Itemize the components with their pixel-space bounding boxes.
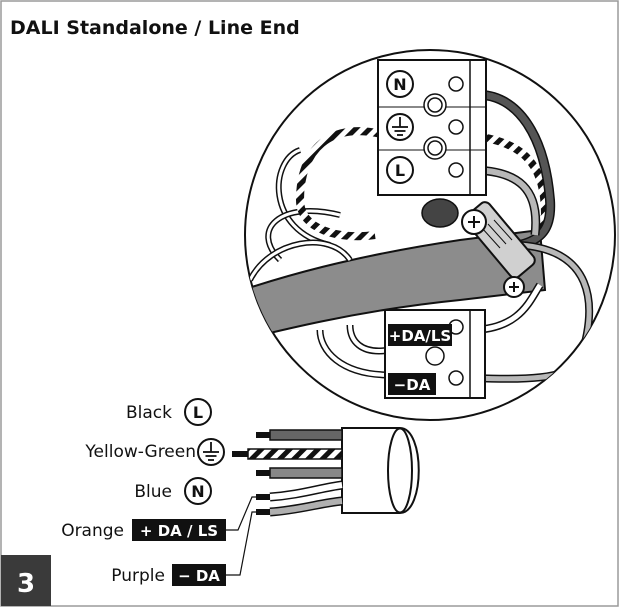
line-terminal-label: L — [395, 161, 405, 180]
neutral-terminal-label: N — [393, 75, 406, 94]
cable-clamp — [461, 201, 536, 298]
legend-purple-label: Purple — [111, 566, 165, 586]
dali-plus-terminal-label: +DA/LS — [389, 327, 451, 345]
earth-wire-inside — [295, 127, 387, 241]
legend-dali-minus-badge — [172, 564, 226, 586]
legend-yellow-green-label: Yellow-Green — [84, 442, 196, 462]
dali-plus-terminal-badge — [388, 324, 452, 346]
black-wire — [269, 429, 343, 441]
dali-terminal-block: +DA/LS −DA — [384, 309, 486, 399]
legend-dali-plus-badge — [132, 519, 226, 541]
dali-minus-terminal-badge — [388, 373, 436, 395]
junction-box: N L +DA/LS −DA — [244, 49, 616, 421]
orange-wire — [269, 482, 343, 500]
purple-wire — [269, 498, 343, 515]
legend-dali-minus-text: − DA — [178, 567, 220, 585]
line-terminal-marker — [386, 156, 414, 184]
blue-wire — [269, 467, 343, 479]
ground-terminal-marker — [386, 113, 414, 141]
legend-orange-label: Orange — [61, 521, 124, 541]
step-number: 3 — [17, 569, 35, 599]
mains-terminal-block: N L — [377, 59, 487, 196]
legend-dali-plus-text: + DA / LS — [140, 522, 218, 540]
legend-blue-label: Blue — [134, 482, 172, 502]
legend-neutral-symbol — [184, 477, 212, 505]
yellow-green-wire — [247, 448, 343, 460]
neutral-terminal-marker — [386, 70, 414, 98]
cable-end-bundle — [226, 427, 420, 576]
legend-line-symbol-text: L — [193, 403, 203, 422]
page-title: DALI Standalone / Line End — [10, 17, 300, 39]
legend-line-symbol — [184, 398, 212, 426]
ground-icon — [197, 438, 225, 466]
dali-minus-terminal-label: −DA — [394, 376, 431, 394]
wire-legend: Black L Yellow-Green Blue N Orange + DA … — [61, 398, 226, 586]
legend-black-label: Black — [126, 403, 172, 423]
legend-neutral-symbol-text: N — [191, 482, 204, 501]
step-badge — [1, 555, 51, 606]
black-wire-inside — [469, 91, 554, 249]
